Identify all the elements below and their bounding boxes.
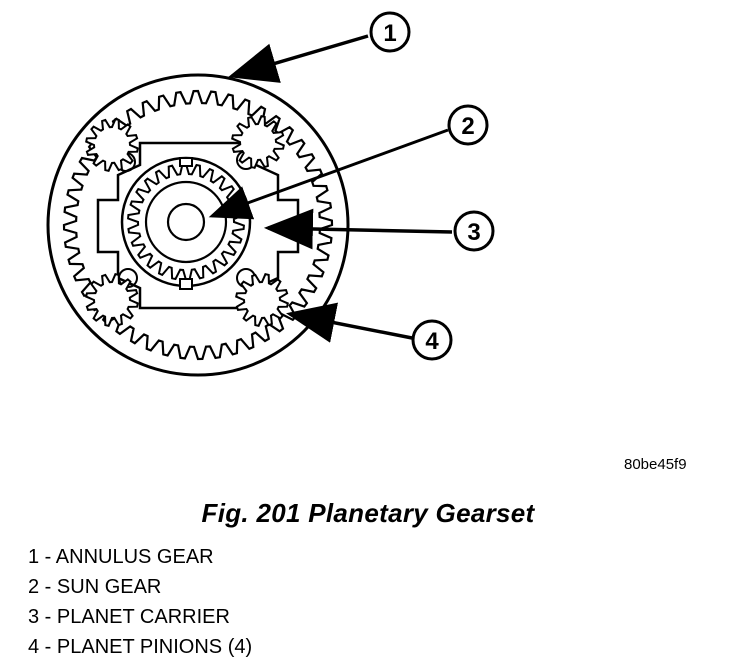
legend-item: 4 - PLANET PINIONS (4) (28, 632, 252, 662)
planet-pinions (85, 115, 289, 327)
legend-number: 3 (28, 606, 40, 628)
callout-number: 3 (467, 219, 480, 246)
legend-label: PLANET CARRIER (56, 606, 230, 628)
legend-label: ANNULUS GEAR (55, 546, 214, 568)
planetary-gearset-diagram: 1 2 3 4 (46, 11, 495, 377)
sun-gear-bore (166, 202, 206, 242)
callout-1: 1 (369, 11, 411, 53)
leader-line-4 (285, 302, 413, 343)
leader-line-2 (208, 128, 449, 220)
leader-line-1 (228, 34, 369, 83)
callout-3: 3 (453, 210, 495, 252)
legend-list: 1 - ANNULUS GEAR 2 - SUN GEAR 3 - PLANET… (28, 542, 252, 662)
legend-separator: - (39, 606, 57, 628)
legend-number: 4 (28, 636, 40, 658)
planet-pinion (85, 118, 139, 172)
legend-item: 1 - ANNULUS GEAR (28, 542, 252, 572)
callout-number: 4 (425, 328, 439, 355)
annulus-outer-rim (46, 73, 350, 377)
leader-line-3 (263, 208, 453, 250)
sun-key-top (179, 157, 193, 167)
callout-number: 2 (461, 113, 474, 140)
sun-gear-teeth (127, 162, 245, 282)
legend-item: 2 - SUN GEAR (28, 572, 252, 602)
figure-code: 80be45f9 (624, 456, 687, 473)
legend-number: 2 (28, 576, 40, 598)
legend-separator: - (39, 546, 56, 568)
legend-number: 1 (28, 546, 40, 568)
sun-key-bottom (179, 278, 193, 290)
callout-number: 1 (383, 20, 396, 47)
planet-pinion (235, 273, 289, 327)
planet-pinion (231, 115, 285, 169)
legend-label: PLANET PINIONS (4) (56, 636, 253, 658)
legend-item: 3 - PLANET CARRIER (28, 602, 252, 632)
legend-separator: - (39, 636, 57, 658)
callout-2: 2 (447, 104, 489, 146)
figure-caption: Fig. 201 Planetary Gearset (201, 498, 535, 528)
planet-pinion (85, 273, 139, 327)
legend-separator: - (39, 576, 57, 598)
annulus-gear-teeth (62, 89, 334, 361)
callout-4: 4 (411, 319, 453, 361)
legend-label: SUN GEAR (56, 576, 162, 598)
